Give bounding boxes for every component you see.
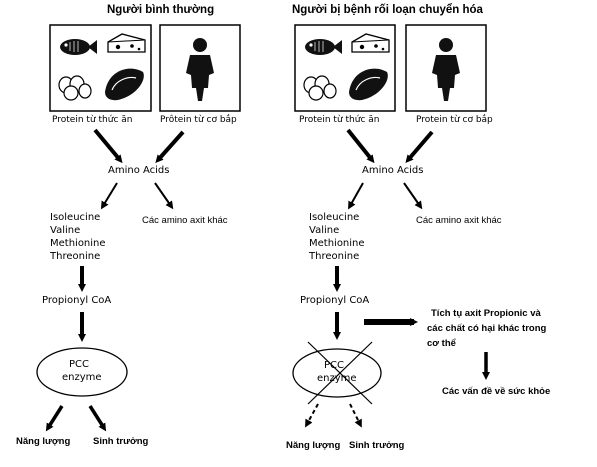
- person-icon: [432, 38, 460, 101]
- left-list-item: Threonine: [50, 251, 101, 262]
- left-pcc-ellipse: [36, 347, 128, 397]
- right-food-box: [294, 24, 396, 112]
- right-growth: Sinh trưởng: [349, 440, 405, 451]
- right-energy: Năng lượng: [286, 440, 341, 451]
- right-list-item: Valine: [309, 225, 340, 236]
- fish-icon: [305, 39, 342, 55]
- left-food-box: [49, 24, 152, 112]
- blocked-cross: [307, 341, 373, 405]
- right-muscle-caption: Protein từ cơ bắp: [416, 115, 493, 125]
- right-food-caption: Protein từ thức ăn: [299, 115, 380, 125]
- person-icon: [186, 38, 214, 101]
- right-other-amino: Các amino axit khác: [416, 215, 502, 226]
- left-energy: Năng lượng: [16, 436, 71, 447]
- right-arrows: [305, 128, 490, 428]
- right-amino-acids: Amino Acids: [362, 165, 424, 176]
- right-enzyme-label: enzyme: [317, 373, 357, 384]
- left-enzyme-label: enzyme: [62, 372, 102, 383]
- left-growth: Sinh trưởng: [93, 436, 149, 447]
- left-pcc-label: PCC: [69, 359, 89, 370]
- left-list-item: Methionine: [50, 238, 106, 249]
- right-list-item: Threonine: [309, 251, 360, 262]
- right-pcc-ellipse: [292, 348, 382, 398]
- accumulation-line: cơ thể: [427, 338, 456, 349]
- eggs-icon: [303, 75, 337, 101]
- health-problems: Các vấn đề về sức khỏe: [442, 386, 551, 397]
- left-amino-acids: Amino Acids: [108, 165, 170, 176]
- cheese-icon: [107, 33, 146, 53]
- left-food-caption: Protein từ thức ăn: [52, 115, 133, 125]
- meat-icon: [349, 68, 388, 101]
- right-muscle-box: [405, 24, 487, 112]
- right-list-item: Isoleucine: [309, 212, 360, 223]
- left-propionyl-coa: Propionyl CoA: [42, 295, 112, 306]
- cheese-icon: [351, 33, 390, 53]
- accumulation-line: các chất có hại khác trong: [427, 323, 547, 334]
- right-pcc-label: PCC: [324, 360, 344, 371]
- right-title: Người bị bệnh rối loạn chuyển hóa: [292, 4, 483, 16]
- left-list-item: Valine: [50, 225, 81, 236]
- fish-icon: [60, 39, 97, 55]
- accumulation-line: Tích tụ axit Propionic và: [431, 308, 541, 319]
- left-other-amino: Các amino axit khác: [142, 215, 228, 226]
- left-muscle-box: [159, 24, 241, 112]
- right-list-item: Methionine: [309, 238, 365, 249]
- eggs-icon: [58, 75, 92, 101]
- meat-icon: [105, 68, 144, 101]
- left-muscle-caption: Prôtein từ cơ bắp: [160, 115, 237, 125]
- left-title: Người bình thường: [107, 4, 215, 16]
- left-arrows: [45, 128, 185, 432]
- left-list-item: Isoleucine: [50, 212, 101, 223]
- right-propionyl-coa: Propionyl CoA: [300, 295, 370, 306]
